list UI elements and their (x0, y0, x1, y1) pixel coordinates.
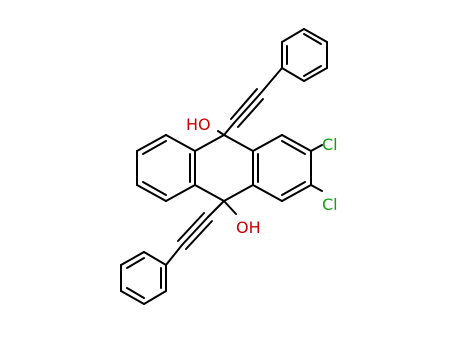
bond (310, 144, 323, 152)
bond (237, 98, 264, 128)
bond (142, 140, 167, 155)
bond (281, 140, 306, 155)
bond (223, 200, 237, 215)
bond (303, 67, 328, 82)
bond (165, 134, 196, 152)
bond (259, 67, 283, 95)
bond (194, 134, 225, 152)
bond (142, 181, 167, 196)
bond (230, 88, 258, 120)
bond (207, 200, 225, 218)
atom-label-layer: HO OH Cl Cl (186, 115, 338, 237)
bond (310, 184, 323, 192)
hydroxyl-label-bottom: OH (236, 218, 261, 237)
bond (120, 290, 145, 305)
bond (281, 134, 312, 152)
bond (165, 184, 196, 202)
bond-layer (120, 28, 328, 305)
bond (217, 130, 225, 136)
chlorine-label-upper: Cl (322, 135, 338, 154)
hydroxyl-label-top: HO (186, 115, 211, 134)
bond (181, 216, 209, 246)
chlorine-label-lower: Cl (322, 195, 338, 214)
bond (185, 220, 213, 250)
bond (165, 244, 183, 266)
bond (252, 184, 283, 202)
bond (281, 184, 312, 202)
bond (281, 67, 305, 82)
bond (303, 65, 322, 77)
bond (143, 290, 167, 305)
bond (120, 251, 145, 266)
bond (126, 257, 145, 269)
bond (223, 184, 254, 202)
bond (143, 251, 167, 266)
bond (281, 28, 305, 43)
bond (303, 28, 328, 43)
bond (223, 134, 254, 152)
bond (281, 181, 306, 196)
bond (252, 134, 283, 152)
bond (136, 184, 167, 202)
bond (136, 134, 167, 152)
bond (223, 122, 235, 136)
bond (126, 287, 145, 299)
bond (303, 33, 322, 45)
bond (177, 212, 205, 242)
bond (233, 93, 261, 124)
bond (194, 184, 225, 202)
